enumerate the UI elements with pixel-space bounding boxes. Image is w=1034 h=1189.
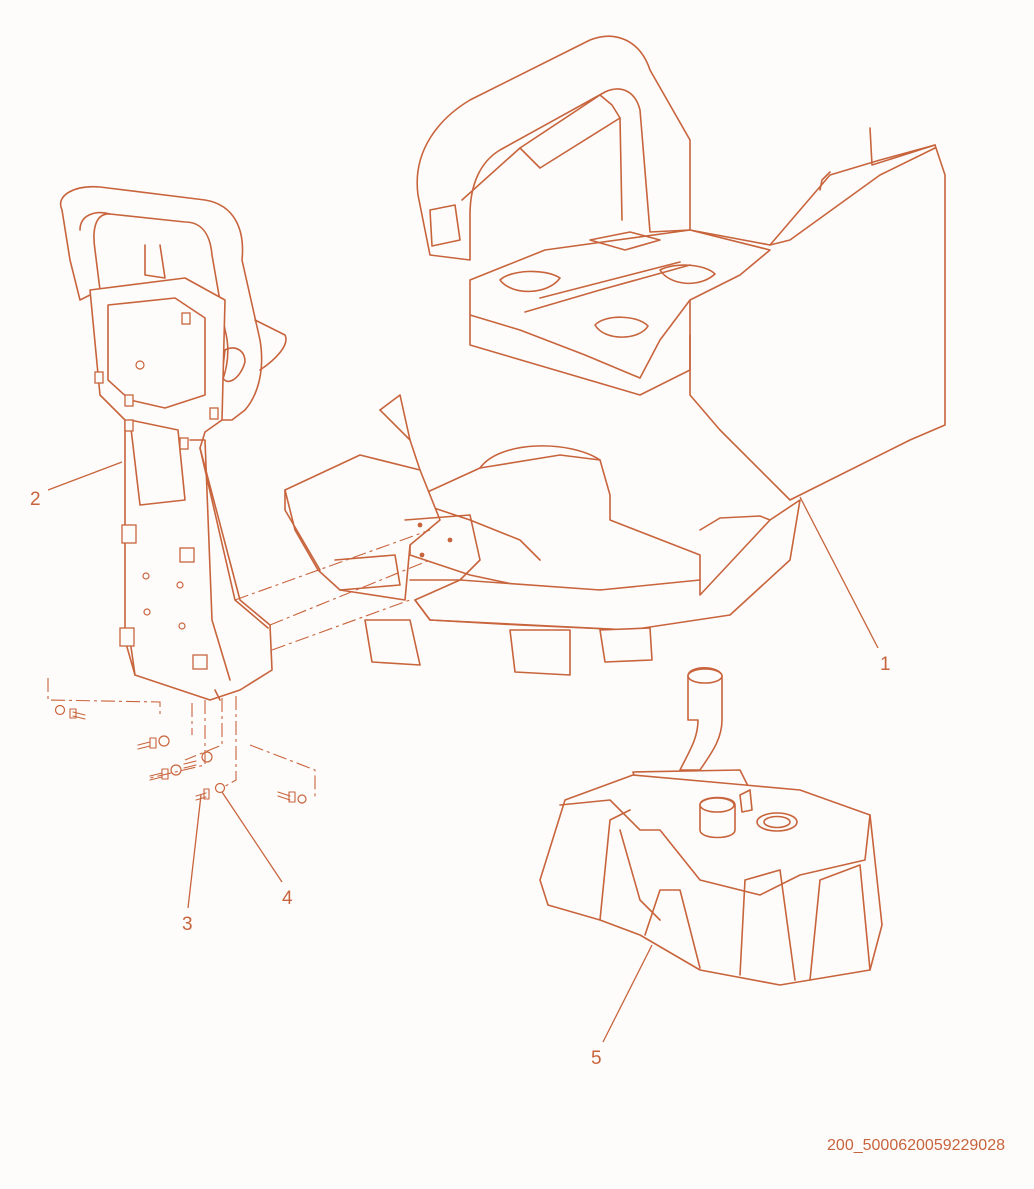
leader-5 bbox=[602, 944, 653, 1043]
callout-5: 5 bbox=[591, 1048, 602, 1069]
part-2-control-console bbox=[59, 185, 287, 701]
screw-washer-set-e bbox=[277, 791, 307, 804]
screw-washer-set-d bbox=[195, 782, 226, 801]
callout-leaders bbox=[47, 461, 879, 1043]
screw-washer-set-b bbox=[137, 735, 170, 750]
callout-labels: 1 2 3 4 5 bbox=[30, 489, 891, 1069]
callout-3: 3 bbox=[182, 914, 193, 935]
part-1-chassis-body bbox=[284, 35, 946, 676]
callout-2: 2 bbox=[30, 489, 41, 510]
leader-1 bbox=[799, 496, 879, 649]
leader-3 bbox=[187, 794, 202, 909]
hardware-screws-washers bbox=[54, 704, 307, 804]
callout-4: 4 bbox=[282, 888, 293, 909]
callout-1: 1 bbox=[880, 654, 891, 675]
drawing-id: 200_5000620059229028 bbox=[827, 1137, 1005, 1154]
screw-washer-set-c bbox=[149, 751, 213, 781]
leader-2 bbox=[47, 461, 123, 491]
screw-washer-set-a bbox=[54, 704, 86, 720]
assembly-centerlines bbox=[47, 529, 431, 800]
part-5-fluid-tank bbox=[539, 666, 883, 986]
leader-4 bbox=[221, 791, 283, 883]
